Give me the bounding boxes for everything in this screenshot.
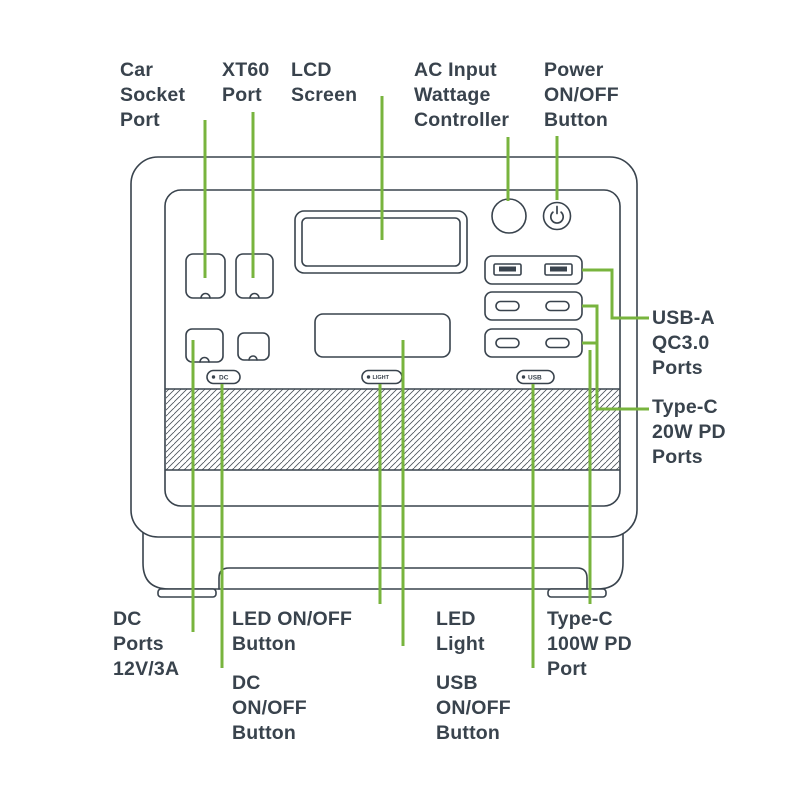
dc-button-dot xyxy=(211,375,216,379)
label-led-on-off-button: LED ON/OFF Button xyxy=(232,608,353,655)
hatch-area xyxy=(166,389,619,470)
usb-a-ports xyxy=(484,255,583,285)
callout-type-c-20w xyxy=(582,304,649,411)
dc-button-label: DC xyxy=(219,375,229,382)
car-socket-notch xyxy=(200,292,211,299)
usb-button-dot xyxy=(521,375,526,379)
type-c-20w-ports xyxy=(484,291,583,321)
callout-usb-a xyxy=(582,268,649,320)
type-c-100w-port-row xyxy=(484,328,583,358)
callout-lines xyxy=(191,96,649,668)
usb-button xyxy=(516,369,555,385)
label-car-socket-port: Car Socket Port xyxy=(120,59,186,131)
led-light-panel xyxy=(314,313,451,358)
ac-input-dial xyxy=(491,198,527,234)
label-xt60-port: XT60 Port xyxy=(222,59,270,106)
label-power-on-off-button: Power ON/OFF Button xyxy=(544,59,619,131)
light-button-dot xyxy=(366,375,371,379)
usb-button-label: USB xyxy=(528,375,542,382)
xt60-notch xyxy=(249,292,260,299)
power-icon xyxy=(549,205,565,224)
light-button-label: LIGHT xyxy=(373,375,390,381)
device-foot-right xyxy=(547,588,607,598)
label-lcd-screen: LCD Screen xyxy=(291,59,358,106)
label-dc-on-off-button: DC ON/OFF Button xyxy=(232,672,307,744)
dc-port-2 xyxy=(237,332,270,361)
label-usb-a-qc3-ports: USB-A QC3.0 Ports xyxy=(652,307,715,379)
power-button-ring xyxy=(542,201,572,231)
label-type-c-20w-pd-ports: Type-C 20W PD Ports xyxy=(652,396,726,468)
label-ac-input-wattage-controller: AC Input Wattage Controller xyxy=(414,59,510,131)
dc-button xyxy=(206,369,241,385)
label-type-c-100w-pd-port: Type-C 100W PD Port xyxy=(547,608,632,680)
label-led-light: LED Light xyxy=(436,608,485,655)
device xyxy=(130,156,638,598)
dc-port-2-notch xyxy=(248,355,258,361)
dc-port-1-notch xyxy=(199,356,210,363)
device-foot-left xyxy=(157,588,217,598)
label-usb-on-off-button: USB ON/OFF Button xyxy=(436,672,511,744)
label-dc-ports-12v: DC Ports 12V/3A xyxy=(113,608,180,680)
dc-port-1 xyxy=(185,328,224,363)
